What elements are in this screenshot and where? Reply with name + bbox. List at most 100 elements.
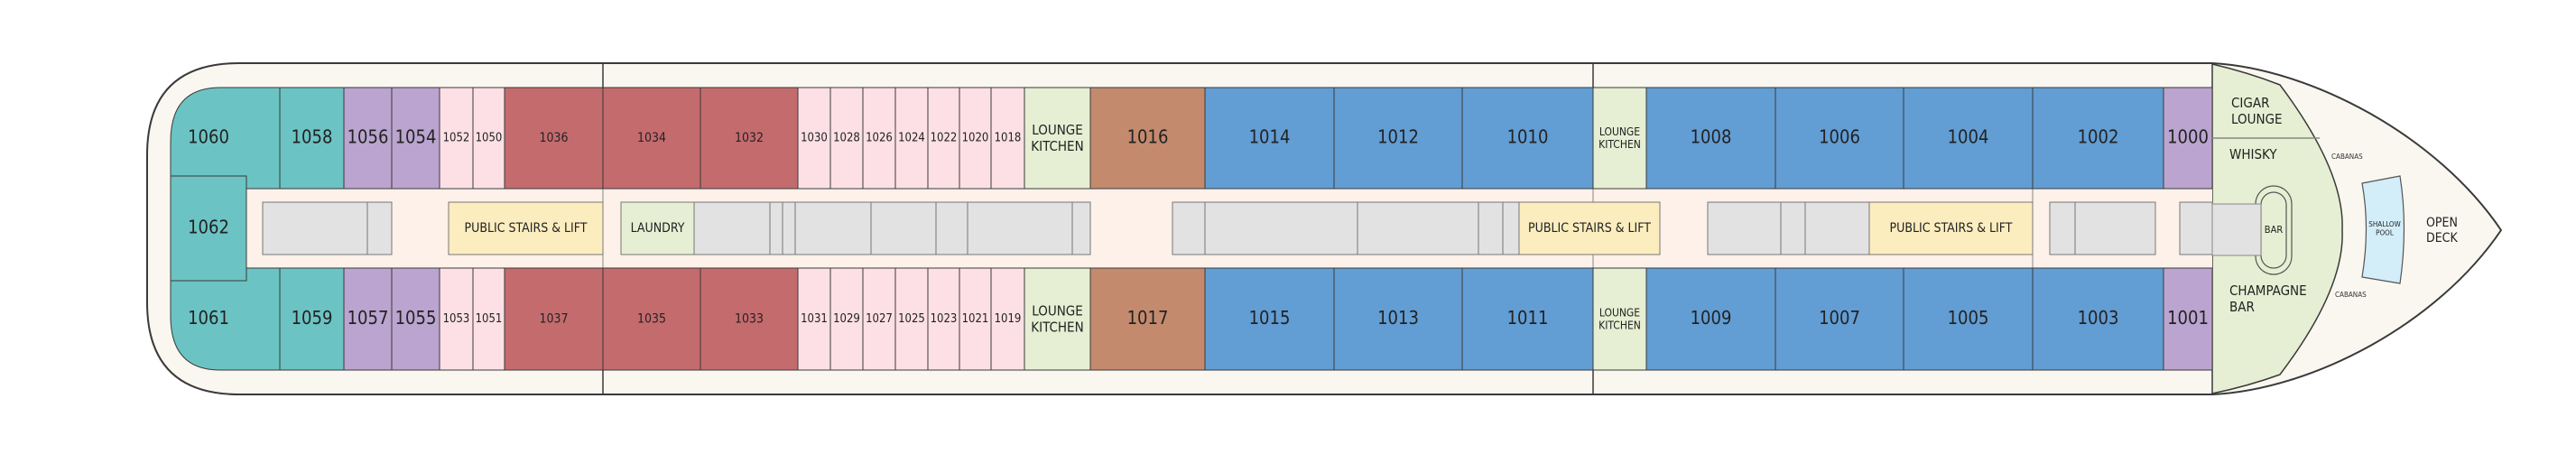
lounge-kitchen[interactable] (1592, 267, 1647, 371)
service-room (366, 201, 393, 255)
cabin-1011[interactable] (1461, 267, 1594, 371)
service-room (967, 201, 1073, 255)
cabin-1004[interactable] (1903, 87, 2034, 190)
service-room (794, 201, 872, 255)
cabin-1024[interactable] (894, 87, 929, 190)
public-stairs-lift[interactable] (1518, 201, 1661, 255)
cabin-1059[interactable] (279, 267, 345, 371)
cabin-1056[interactable] (343, 87, 393, 190)
public-stairs-lift-label: PUBLIC STAIRS & LIFT (1890, 221, 2013, 236)
cabin-1028[interactable] (829, 87, 864, 190)
service-room (1357, 201, 1479, 255)
cabin-1018[interactable] (990, 87, 1025, 190)
cabin-number: 1037 (539, 312, 568, 327)
cabin-number: 1036 (539, 131, 568, 145)
cabin-number: 1028 (833, 132, 860, 145)
cabin-1016[interactable] (1089, 87, 1206, 190)
cabin-number: 1057 (347, 307, 389, 329)
cabin-1022[interactable] (927, 87, 960, 190)
cabin-1034[interactable] (602, 87, 701, 190)
cabin-1035[interactable] (602, 267, 701, 371)
cabin-number: 1015 (1249, 307, 1291, 329)
public-stairs-lift[interactable] (1868, 201, 2034, 255)
cabin-1012[interactable] (1333, 87, 1463, 190)
cabin-number: 1009 (1691, 307, 1732, 329)
public-stairs-lift[interactable] (448, 201, 604, 255)
cabin-1026[interactable] (862, 87, 896, 190)
cabin-1029[interactable] (829, 267, 864, 371)
lounge-kitchen[interactable] (1024, 87, 1091, 190)
cabin-1000[interactable] (2163, 87, 2213, 190)
service-room (1804, 201, 1870, 255)
cabanas-label: CABANAS (2335, 291, 2367, 299)
cabin-number: 1025 (898, 312, 925, 326)
cabin-number: 1055 (395, 307, 437, 329)
cabin-number: 1000 (2167, 126, 2209, 148)
cabin-1031[interactable] (797, 267, 831, 371)
cabin-1052[interactable] (439, 87, 474, 190)
cabin-number: 1008 (1691, 126, 1732, 148)
cabin-1013[interactable] (1333, 267, 1463, 371)
cabin-1005[interactable] (1903, 267, 2034, 371)
cabin-1010[interactable] (1461, 87, 1594, 190)
cabin-number: 1032 (735, 131, 764, 145)
cabin-number: 1054 (395, 126, 437, 148)
cabin-number: 1016 (1127, 126, 1169, 148)
cabin-1032[interactable] (700, 87, 799, 190)
cabin-number: 1031 (801, 312, 828, 326)
cabin-number: 1003 (2078, 307, 2119, 329)
cabin-number: 1013 (1377, 307, 1419, 329)
cabin-1009[interactable] (1645, 267, 1776, 371)
cabin-1036[interactable] (504, 87, 604, 190)
lounge-kitchen[interactable] (1592, 87, 1647, 190)
cabin-number: 1022 (931, 132, 958, 145)
service-room (2074, 201, 2156, 255)
cabin-1007[interactable] (1774, 267, 1904, 371)
cabin-number: 1060 (188, 126, 229, 148)
cabin-1057[interactable] (343, 267, 393, 371)
lounge-kitchen[interactable] (1024, 267, 1091, 371)
cabin-1003[interactable] (2032, 267, 2164, 371)
whisky-label: WHISKY (2229, 146, 2277, 162)
cabin-1008[interactable] (1645, 87, 1776, 190)
cabin-1023[interactable] (927, 267, 960, 371)
cabin-1006[interactable] (1774, 87, 1904, 190)
cabin-1017[interactable] (1089, 267, 1206, 371)
service-room (1780, 201, 1806, 255)
cabin-1037[interactable] (504, 267, 604, 371)
cabin-1055[interactable] (391, 267, 440, 371)
service-room (1204, 201, 1358, 255)
cabin-number: 1004 (1948, 126, 1989, 148)
service-room (2179, 201, 2213, 255)
service-room (262, 201, 368, 255)
shallow-pool[interactable] (2361, 175, 2405, 284)
cabin-1058[interactable] (279, 87, 345, 190)
cabin-1021[interactable] (959, 267, 992, 371)
cabin-1033[interactable] (700, 267, 799, 371)
cabin-1019[interactable] (990, 267, 1025, 371)
cabin-1053[interactable] (439, 267, 474, 371)
cabin-1015[interactable] (1204, 267, 1335, 371)
cabin-number: 1018 (995, 132, 1022, 145)
bar-service-area (2211, 203, 2262, 256)
cabin-number: 1011 (1507, 307, 1549, 329)
cabin-number: 1033 (735, 312, 764, 327)
cabin-number: 1051 (476, 312, 503, 326)
cabin-1051[interactable] (472, 267, 505, 371)
cabin-1062[interactable] (170, 175, 247, 282)
cabin-1061[interactable] (170, 267, 281, 371)
cabin-1002[interactable] (2032, 87, 2164, 190)
cabin-1054[interactable] (391, 87, 440, 190)
cabin-number: 1034 (637, 131, 666, 145)
cabin-1027[interactable] (862, 267, 896, 371)
public-stairs-lift-label: PUBLIC STAIRS & LIFT (1528, 221, 1651, 236)
cabin-1001[interactable] (2163, 267, 2213, 371)
cabin-number: 1059 (292, 307, 333, 329)
cabin-number: 1035 (637, 312, 666, 327)
cabin-number: 1056 (347, 126, 389, 148)
cabin-number: 1001 (2167, 307, 2209, 329)
cabin-number: 1019 (995, 312, 1022, 326)
laundry[interactable] (620, 201, 695, 255)
